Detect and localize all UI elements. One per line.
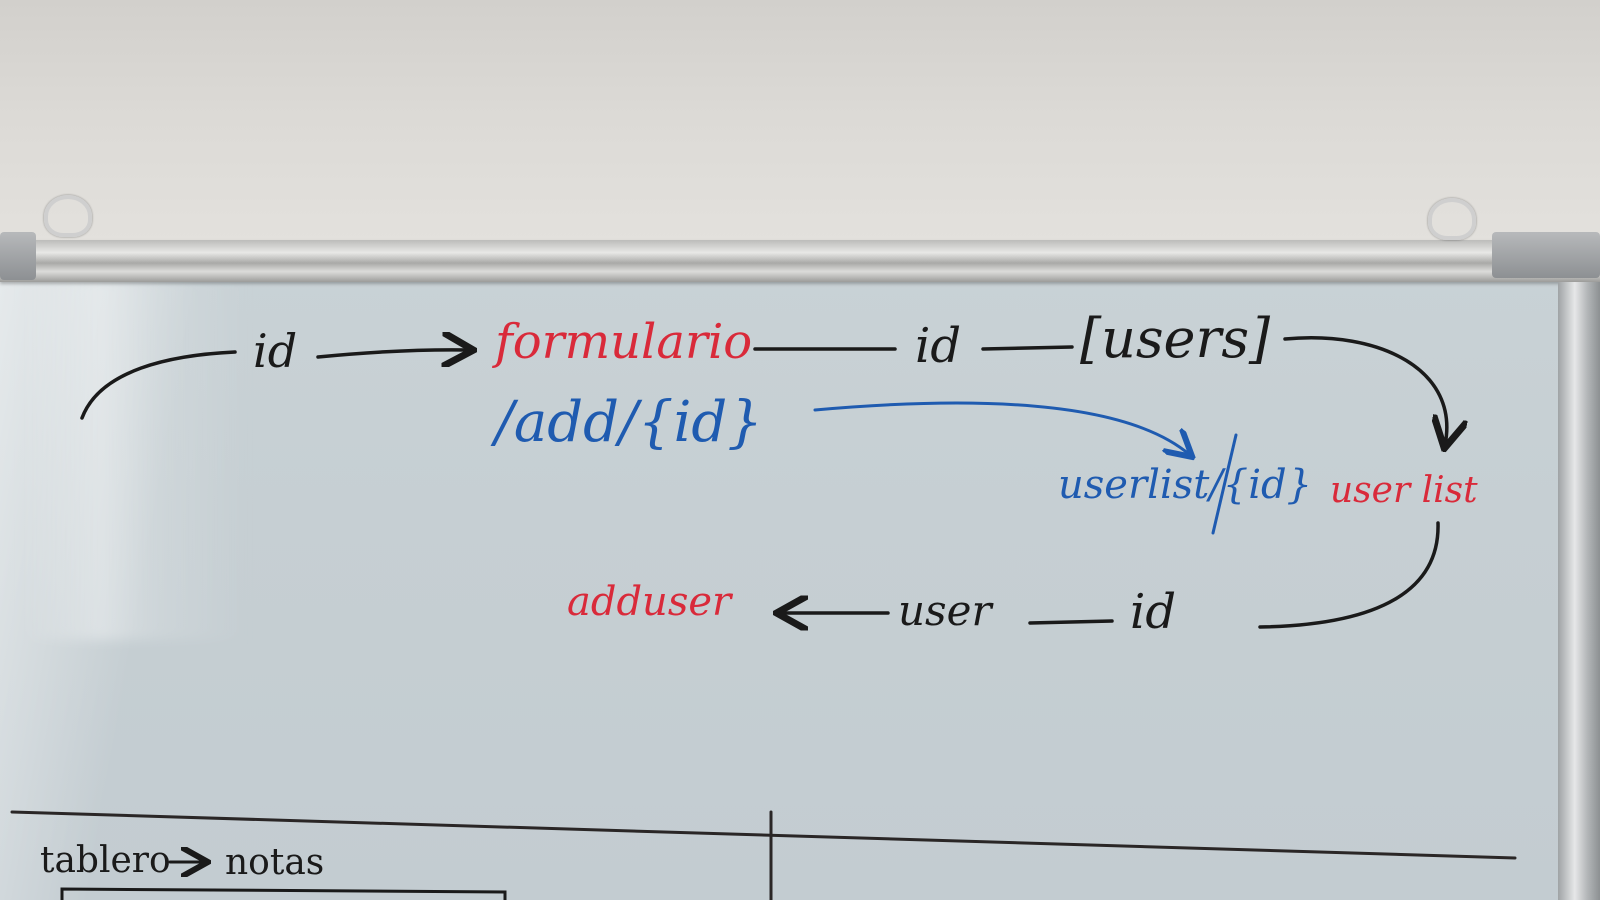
bottom-left-box	[60, 887, 507, 900]
left-corner-cap	[0, 232, 36, 280]
id-to-user-line	[1028, 619, 1114, 625]
label-userlist-path: userlist/{id}	[1058, 462, 1313, 508]
board-top-frame	[0, 240, 1600, 282]
label-user-list: user list	[1330, 470, 1478, 511]
label-users: [users]	[1080, 307, 1271, 370]
left-hook	[44, 195, 92, 237]
id-to-formulario-arrow	[316, 350, 470, 357]
label-add-path: /add/{id}	[495, 390, 763, 455]
label-id-top: id	[915, 318, 962, 374]
left-curve-stroke	[80, 350, 237, 420]
id-to-users-line	[981, 345, 1074, 351]
right-hook	[1428, 198, 1476, 240]
label-id-left: id	[253, 324, 298, 378]
label-adduser: adduser	[567, 579, 732, 625]
wall	[0, 0, 1600, 260]
light-glare	[20, 280, 250, 640]
label-tablero: tablero	[40, 840, 171, 881]
label-id-bottom: id	[1130, 584, 1177, 640]
label-user: user	[898, 586, 992, 635]
add-to-userlist-arrow	[813, 401, 1190, 455]
label-notas: notas	[225, 842, 325, 883]
label-formulario: formulario	[495, 314, 753, 370]
right-corner-cap	[1492, 232, 1600, 278]
board-right-frame	[1558, 282, 1600, 900]
userlist-slash	[1211, 433, 1238, 535]
userlist-to-id-curve	[1258, 521, 1440, 629]
whiteboard-surface	[0, 248, 1580, 900]
users-to-userlist-arrow	[1283, 336, 1447, 445]
